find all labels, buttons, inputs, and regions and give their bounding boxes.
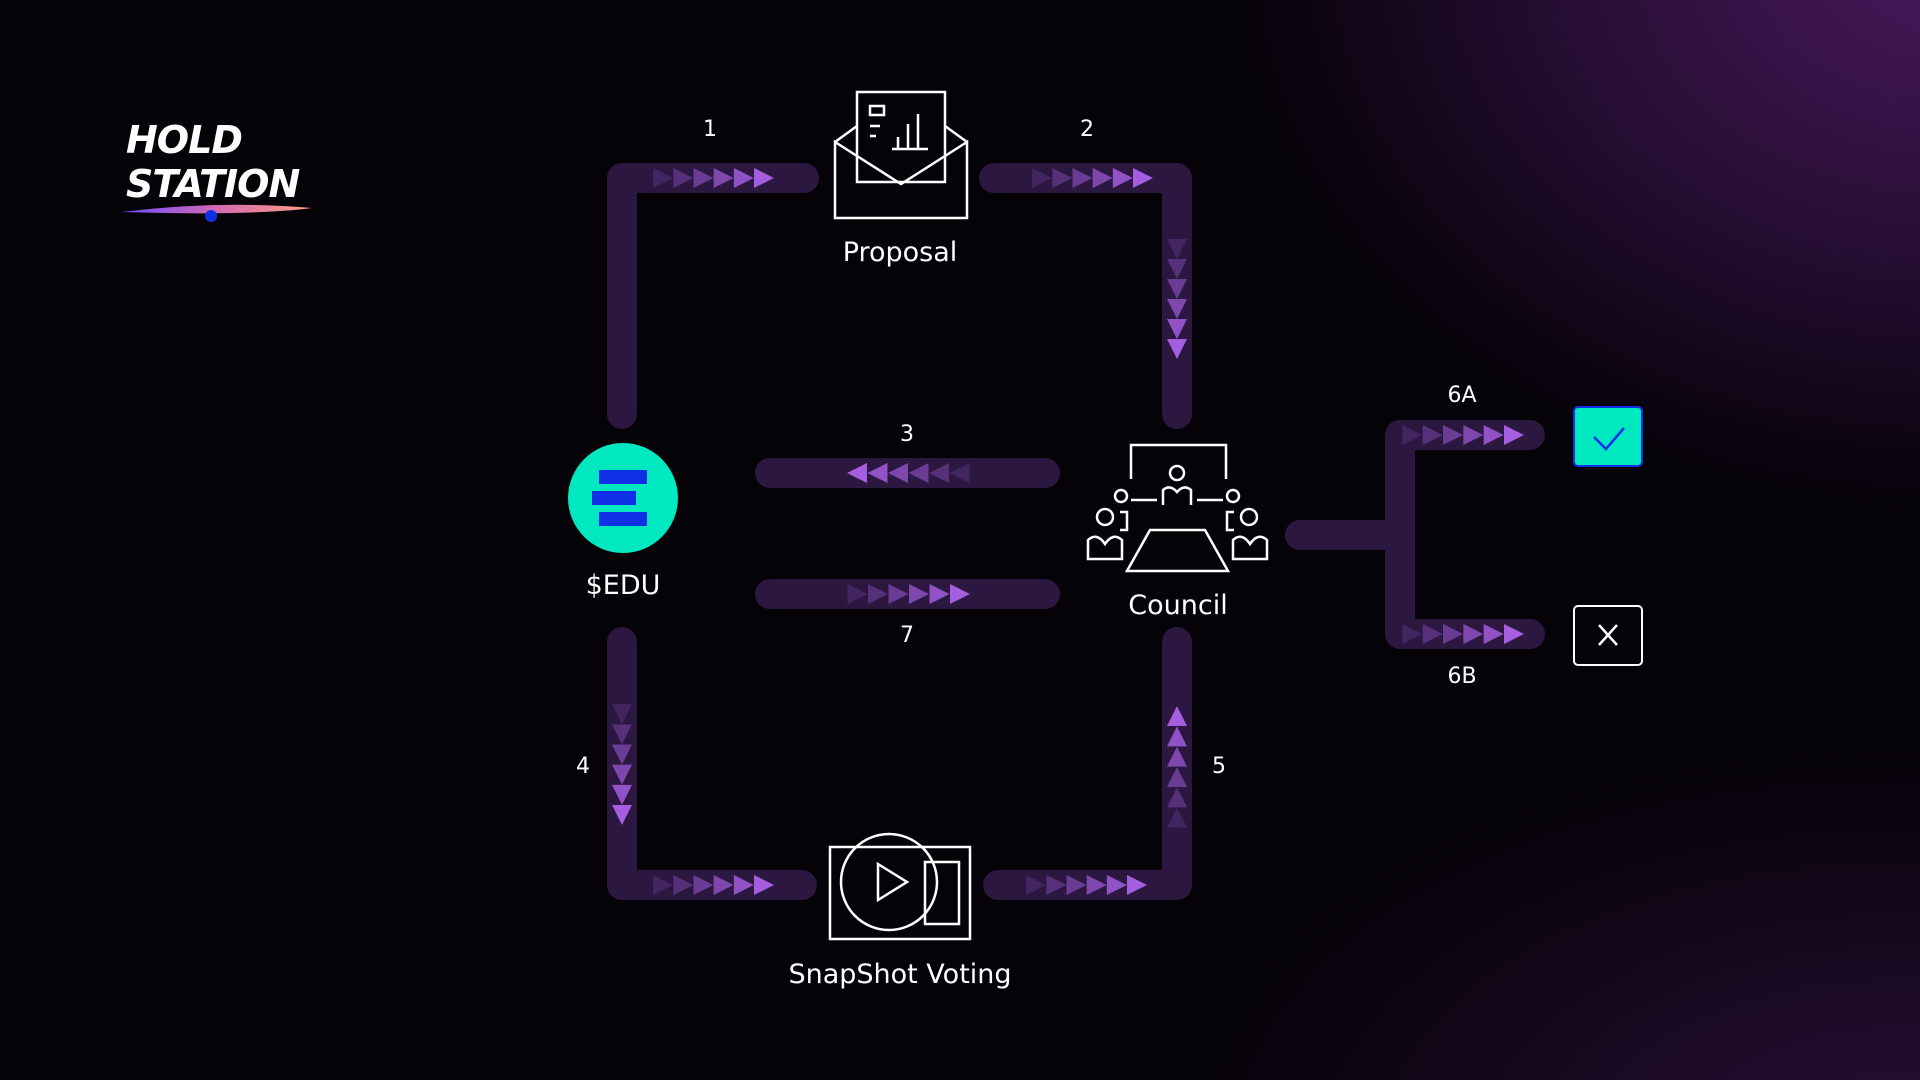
path-6a-arrow	[1463, 425, 1484, 445]
path-5-bottom-arrow	[1026, 875, 1047, 895]
path-2-arrow	[1072, 168, 1093, 188]
path-5-track	[983, 627, 1192, 900]
snapshot-voting-icon	[828, 832, 972, 941]
path-2-down-arrow	[1167, 339, 1187, 359]
check-icon	[1593, 427, 1625, 451]
council-label: Council	[1128, 590, 1227, 621]
path-1-arrow	[673, 168, 694, 188]
path-2-track	[979, 163, 1192, 429]
path-4-bottom-arrow	[693, 875, 714, 895]
holdstation-logo-text: HOLD STATION	[126, 118, 300, 206]
step-6b-label: 6B	[1447, 664, 1476, 689]
step-7-label: 7	[900, 623, 914, 648]
path-6a-arrow	[1422, 425, 1443, 445]
path-5-up-arrow	[1167, 807, 1187, 828]
path-5-up-arrow	[1167, 787, 1187, 808]
path-3-arrow	[888, 463, 908, 483]
path-5-bottom-arrow	[1046, 875, 1067, 895]
path-4-arrow	[612, 764, 632, 785]
path-1-arrow	[693, 168, 714, 188]
path-2-down-arrow	[1167, 239, 1187, 259]
path-4-arrow	[612, 744, 632, 765]
proposal-label: Proposal	[843, 237, 958, 268]
path-5-bottom-arrow	[1086, 875, 1107, 895]
path-7-arrow	[888, 584, 909, 604]
path-5-up-arrow	[1167, 706, 1187, 726]
path-2-arrow	[1032, 168, 1053, 188]
path-7-arrow	[929, 584, 950, 604]
step-3-label: 3	[900, 422, 914, 447]
path-1-arrow	[754, 168, 774, 188]
path-6b-arrow	[1483, 624, 1504, 644]
path-7-arrow	[847, 584, 868, 604]
path-6b-arrow	[1463, 624, 1484, 644]
path-7-arrow	[868, 584, 888, 604]
step-2-label: 2	[1080, 117, 1094, 142]
path-5-bottom-arrow	[1127, 875, 1147, 895]
path-6a-arrow	[1402, 425, 1423, 445]
x-icon	[1598, 624, 1618, 646]
path-1-track	[607, 163, 819, 429]
path-7-arrow	[909, 584, 929, 604]
path-7-arrow	[950, 584, 970, 604]
path-6a-arrow	[1443, 425, 1463, 445]
path-3-arrow	[847, 463, 867, 483]
path-4-bottom-arrow	[754, 875, 774, 895]
path-6b-arrow	[1504, 624, 1524, 644]
path-4-bottom-arrow	[713, 875, 734, 895]
path-3-arrow	[949, 463, 970, 483]
path-5-bottom-arrow	[1106, 875, 1127, 895]
path-5-bottom-arrow	[1066, 875, 1087, 895]
branch-track	[1385, 420, 1545, 649]
step-4-label: 4	[576, 754, 590, 779]
step-6a-label: 6A	[1447, 383, 1476, 408]
path-2-down-arrow	[1167, 319, 1187, 339]
path-1-arrow	[733, 168, 754, 188]
path-2-arrow	[1133, 168, 1153, 188]
flow-arrows	[612, 168, 1524, 895]
path-3-arrow	[908, 463, 929, 483]
path-1-arrow	[653, 168, 674, 188]
path-4-track	[607, 627, 817, 900]
proposal-envelope-icon	[833, 90, 969, 220]
path-5-up-arrow	[1167, 767, 1187, 787]
path-6b-arrow	[1422, 624, 1443, 644]
holdstation-logo-swoosh	[122, 204, 312, 222]
path-3-arrow	[929, 463, 949, 483]
path-5-up-arrow	[1167, 726, 1187, 747]
path-6a-arrow	[1504, 425, 1524, 445]
path-4-arrow	[612, 805, 632, 825]
council-icon	[1086, 443, 1269, 573]
path-4-bottom-arrow	[733, 875, 754, 895]
edu-label: $EDU	[586, 570, 661, 601]
path-4-arrow	[612, 784, 632, 805]
path-6b-arrow	[1402, 624, 1423, 644]
path-4-arrow	[612, 704, 632, 725]
reject-button[interactable]	[1573, 605, 1643, 666]
approve-button[interactable]	[1573, 406, 1643, 467]
path-2-down-arrow	[1167, 279, 1187, 299]
path-4-bottom-arrow	[673, 875, 694, 895]
path-4-bottom-arrow	[653, 875, 674, 895]
voting-label: SnapShot Voting	[788, 959, 1011, 990]
path-4-arrow	[612, 724, 632, 745]
path-6a-arrow	[1483, 425, 1504, 445]
path-3-arrow	[867, 463, 888, 483]
path-2-arrow	[1052, 168, 1073, 188]
path-2-arrow	[1112, 168, 1133, 188]
path-5-up-arrow	[1167, 746, 1187, 767]
edu-token-icon	[568, 443, 678, 553]
step-5-label: 5	[1212, 754, 1226, 779]
step-1-label: 1	[703, 117, 717, 142]
path-6b-arrow	[1443, 624, 1463, 644]
path-2-down-arrow	[1167, 259, 1187, 279]
path-1-arrow	[713, 168, 734, 188]
path-2-arrow	[1092, 168, 1113, 188]
path-2-down-arrow	[1167, 299, 1187, 319]
